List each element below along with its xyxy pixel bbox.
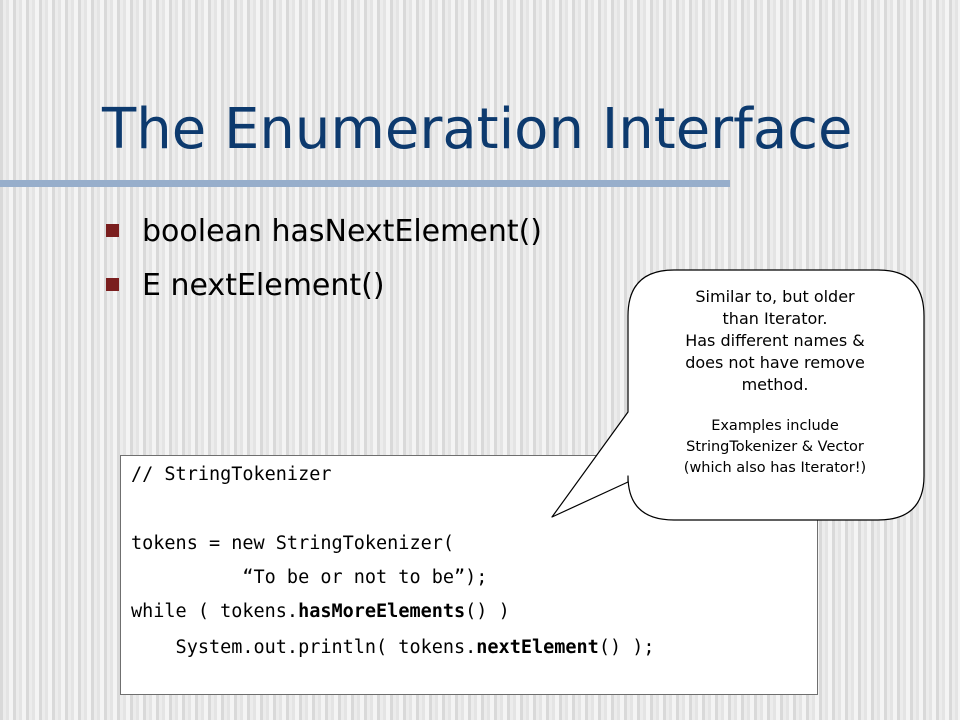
code-print-suffix: () ); (598, 637, 655, 658)
bullet-item: E nextElement() (106, 259, 542, 313)
code-line-while: while ( tokens.hasMoreElements() ) (131, 600, 510, 624)
callout-line: Has different names & (685, 331, 865, 350)
callout-example-line: StringTokenizer & Vector (686, 439, 864, 455)
code-print-prefix: System.out.println( tokens. (131, 637, 477, 658)
callout-line: does not have remove (685, 353, 865, 372)
code-line-print: System.out.println( tokens.nextElement()… (131, 636, 655, 660)
callout-text: Similar to, but older than Iterator. Has… (626, 286, 924, 479)
title-underline (0, 180, 730, 187)
code-while-prefix: while ( tokens. (131, 601, 299, 622)
code-comment: // StringTokenizer (131, 464, 332, 485)
code-method-next-element: nextElement (476, 637, 599, 658)
bullet-item: boolean hasNextElement() (106, 205, 542, 259)
code-line-assign: tokens = new StringTokenizer( (131, 533, 455, 554)
code-method-has-more-elements: hasMoreElements (298, 601, 466, 622)
code-while-suffix: () ) (465, 601, 510, 622)
square-bullet-icon (106, 224, 119, 237)
slide-title: The Enumeration Interface (102, 97, 853, 162)
bullet-text: boolean hasNextElement() (142, 214, 543, 249)
callout-example-line: (which also has Iterator!) (683, 460, 867, 476)
callout-example-line: Examples include (711, 418, 839, 434)
code-line-string: “To be or not to be”); (131, 567, 488, 588)
code-example-box: // StringTokenizer tokens = new StringTo… (120, 455, 818, 695)
callout-line: Similar to, but older (695, 287, 855, 306)
bullet-text: E nextElement() (142, 268, 385, 303)
bullet-list: boolean hasNextElement() E nextElement() (106, 205, 542, 313)
square-bullet-icon (106, 278, 119, 291)
callout-line: than Iterator. (722, 309, 828, 328)
callout-line: method. (741, 375, 809, 394)
